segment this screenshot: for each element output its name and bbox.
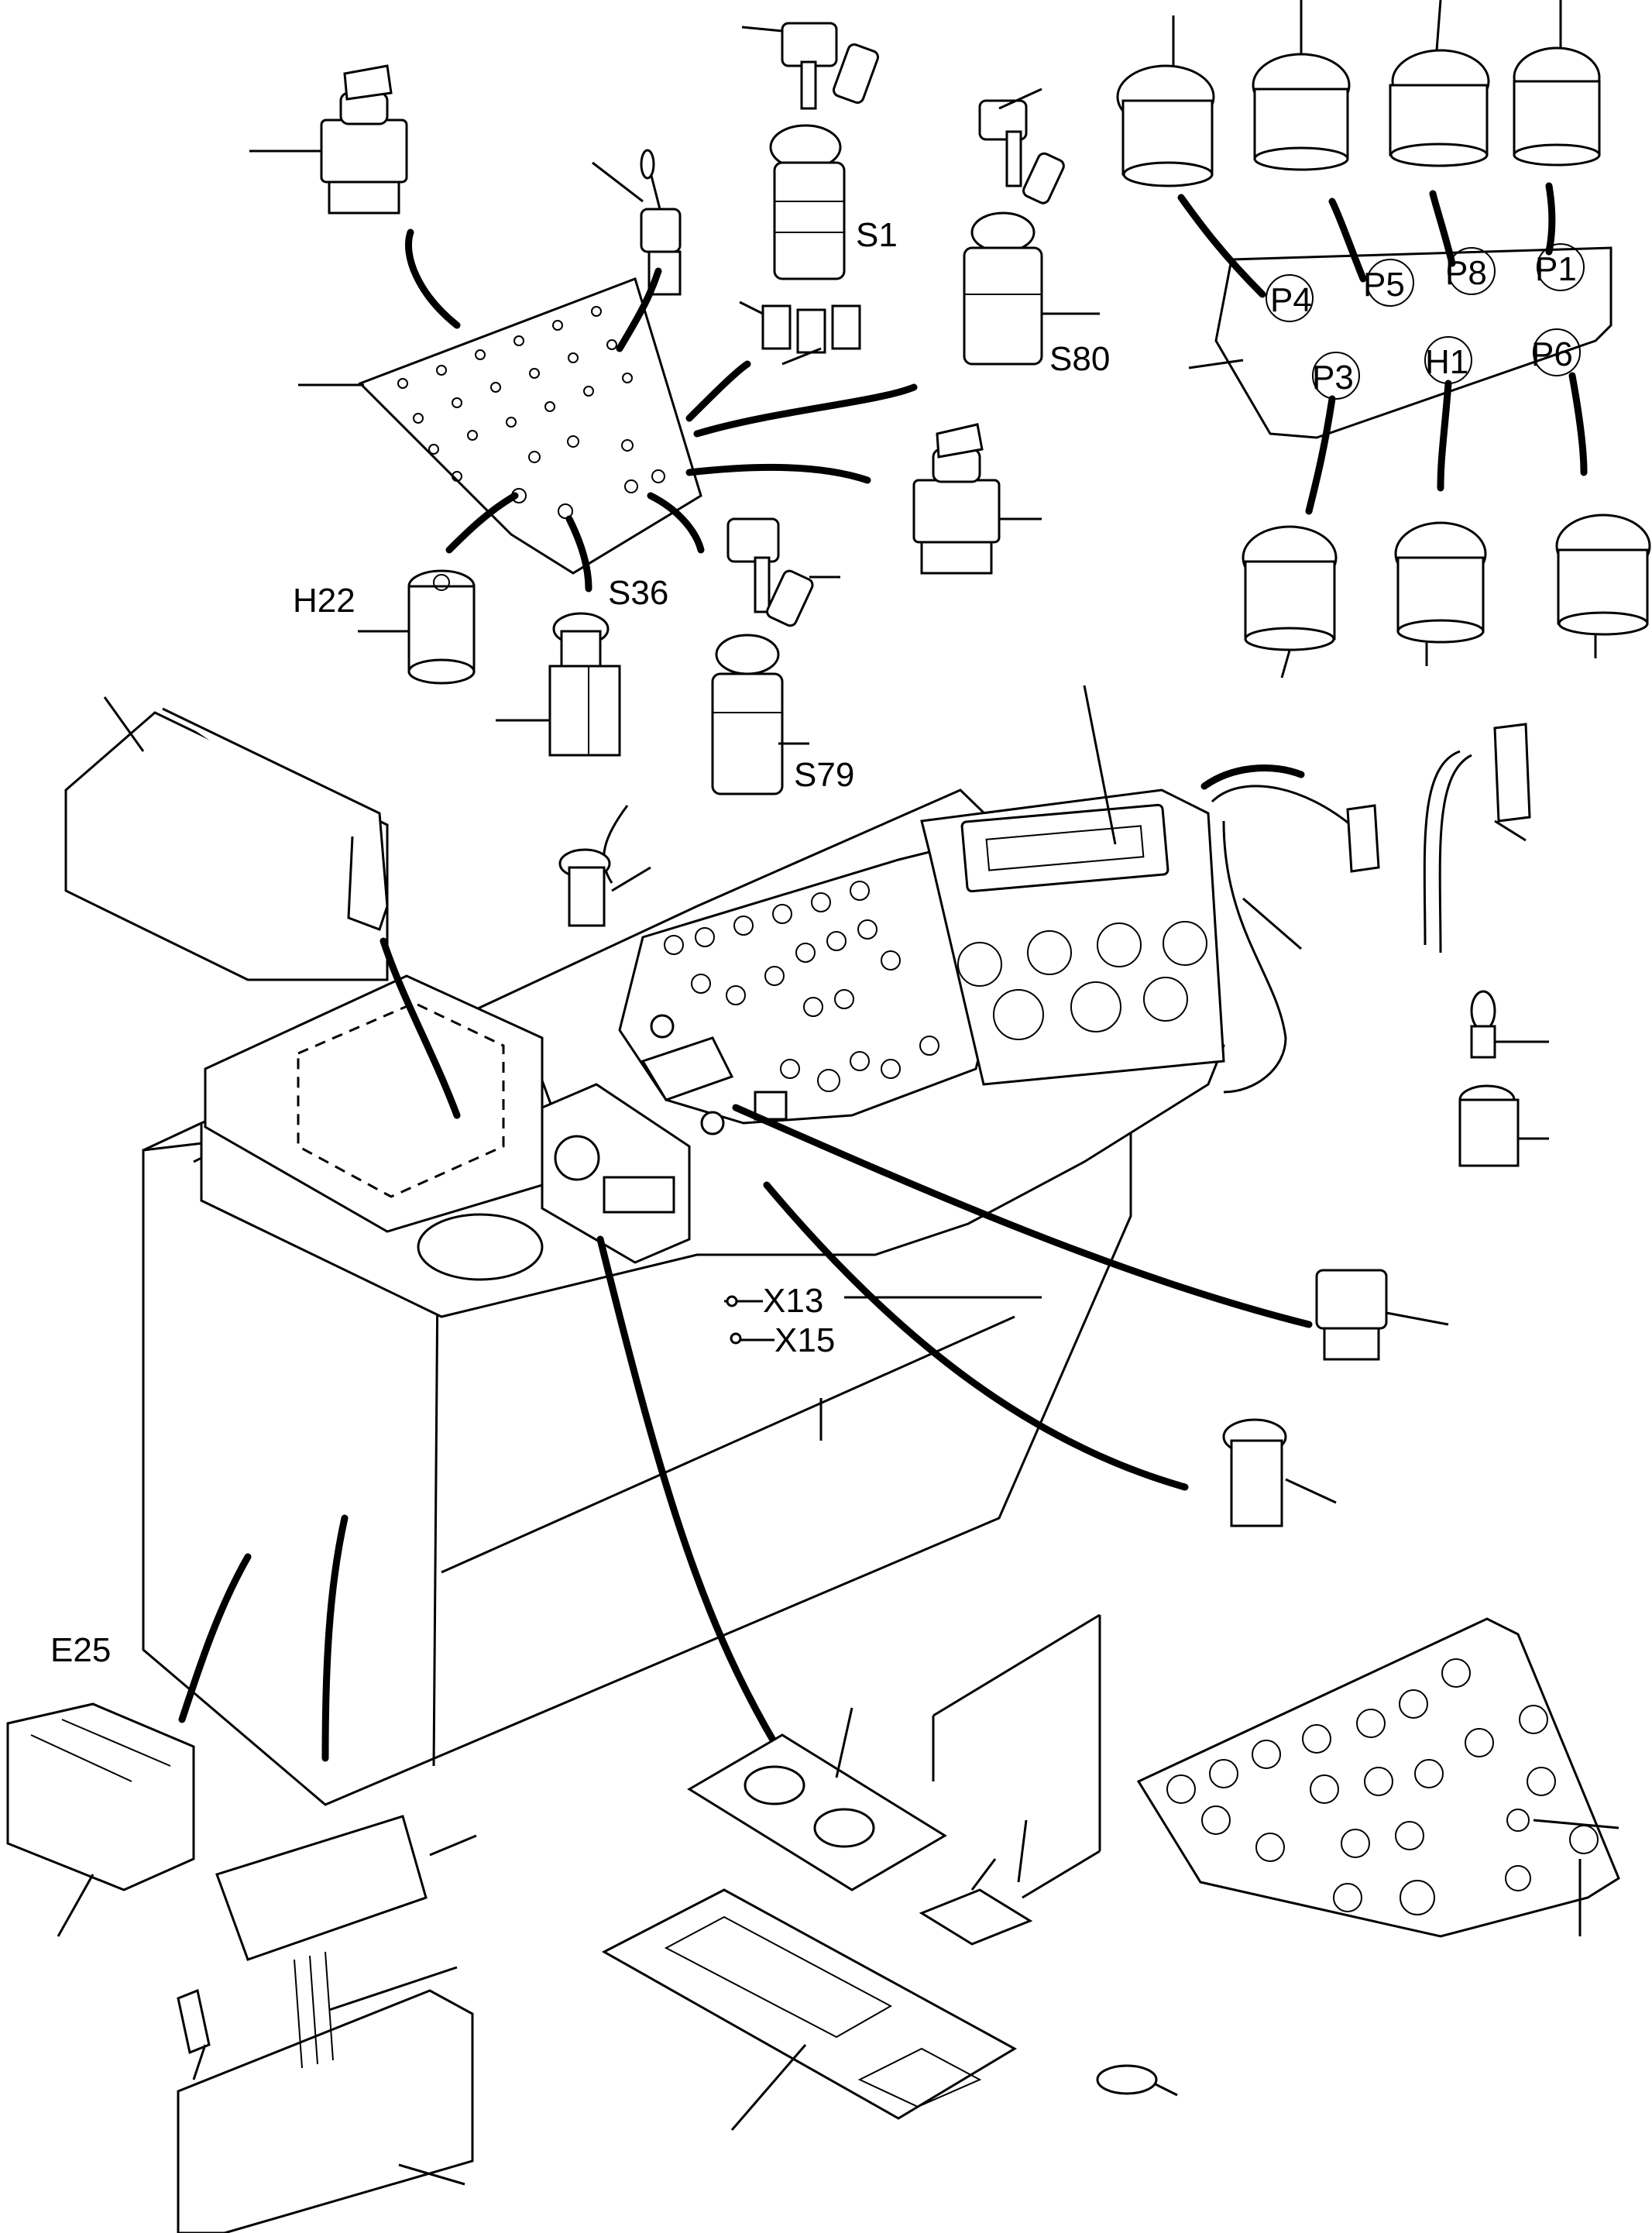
heater-e25: E25 xyxy=(6,1631,195,1937)
label-h22: H22 xyxy=(293,582,355,620)
lamp-socket-part xyxy=(1458,1084,1549,1167)
cigarette-lighter-top xyxy=(558,848,651,927)
label-p3: P3 xyxy=(1312,359,1354,397)
cable-connector-part xyxy=(1423,723,1531,953)
label-p4: P4 xyxy=(1270,281,1312,319)
emergency-stop-s36: S36 xyxy=(496,574,668,757)
switch-plate-bottom xyxy=(687,1707,947,1891)
label-s79: S79 xyxy=(794,756,854,794)
small-switch-block xyxy=(919,1613,1101,1946)
label-e25: E25 xyxy=(50,1631,111,1669)
connector-labels: X13 X15 xyxy=(724,1282,1042,1441)
control-module-box xyxy=(64,696,389,981)
terminal-block-rail xyxy=(177,1815,477,2233)
square-switch-part xyxy=(1315,1269,1449,1361)
arrows-gauges xyxy=(1177,182,1588,515)
key-switch-s79: S79 xyxy=(711,517,854,795)
toggle-switch-part xyxy=(592,149,682,296)
gasket-plate xyxy=(601,1888,1018,2131)
switch-panel-plate xyxy=(298,277,702,575)
gauges-bottom-row xyxy=(1242,514,1651,678)
label-x13: X13 xyxy=(763,1282,823,1320)
lamp-bulb-part xyxy=(1470,990,1549,1059)
gauge-panel: P4 P5 P8 P1 P3 H1 P6 xyxy=(1188,243,1613,439)
label-p5: P5 xyxy=(1363,266,1405,304)
rotary-switch-part xyxy=(249,64,408,215)
label-p6: P6 xyxy=(1531,335,1573,373)
ignition-switch-s1: S1 xyxy=(739,22,898,366)
key-switch-s80: S80 xyxy=(963,88,1110,378)
indicator-h22: H22 xyxy=(293,569,476,685)
console-mount-box xyxy=(204,974,544,1281)
console-wiring xyxy=(1200,764,1380,1094)
label-s80: S80 xyxy=(1049,340,1110,378)
label-s36: S36 xyxy=(608,574,668,612)
gauges-top-row xyxy=(1116,0,1601,187)
arrows-bottom-left xyxy=(178,1235,778,1762)
arrows-box xyxy=(380,937,461,1119)
label-p1: P1 xyxy=(1535,250,1577,288)
label-h1: H1 xyxy=(1425,343,1468,381)
arrows-right-parts xyxy=(732,1104,1313,1491)
label-x15: X15 xyxy=(774,1321,835,1359)
label-s1: S1 xyxy=(856,216,898,254)
switch-panel-right xyxy=(1136,1617,1620,1938)
rotary-switch-mid xyxy=(912,423,1042,575)
instrument-panel xyxy=(618,685,1225,1135)
cap-part xyxy=(1096,2064,1178,2097)
cigarette-lighter-right xyxy=(1222,1418,1337,1527)
arrows-top-left xyxy=(405,228,918,593)
console-switch-plate xyxy=(541,805,691,1264)
